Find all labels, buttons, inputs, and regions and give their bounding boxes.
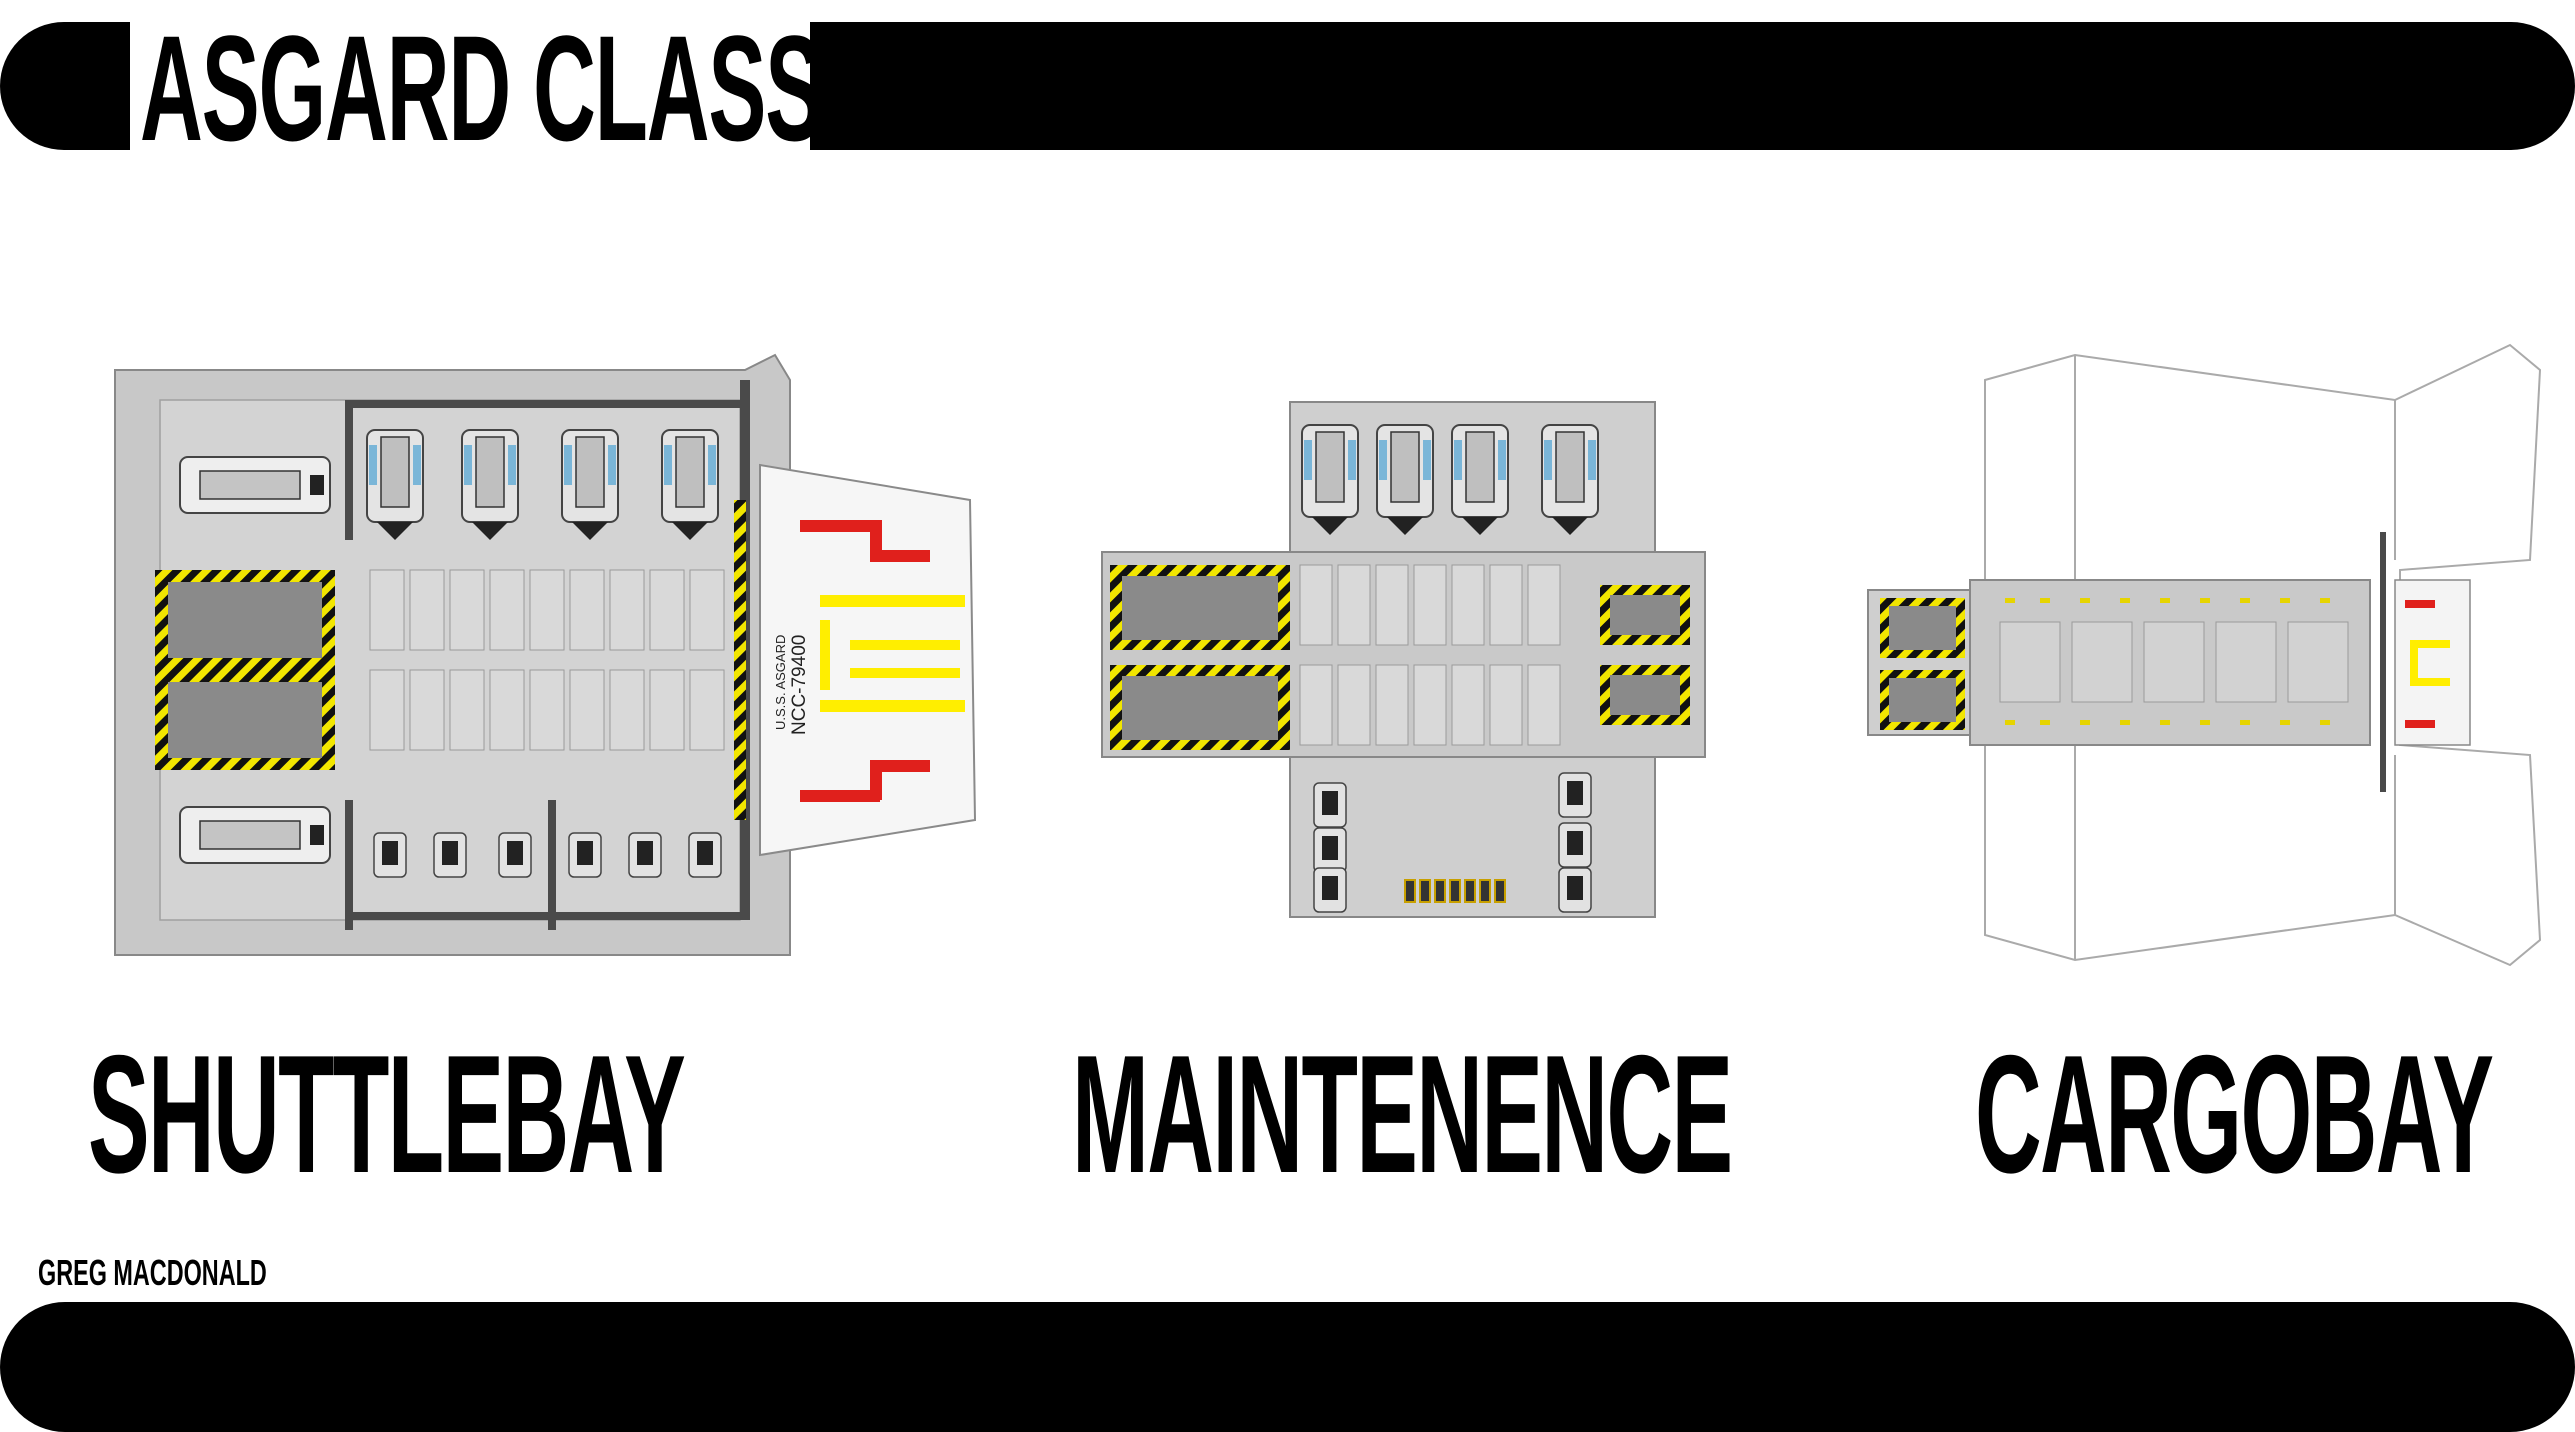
section-label-cargobay: CARGOBAY — [1975, 1020, 2494, 1208]
header-bar — [810, 22, 2575, 150]
section-label-maintenance: MAINTENENCE — [1072, 1020, 1733, 1208]
cargobay-diagram — [1867, 343, 2542, 967]
section-label-shuttlebay: SHUTTLEBAY — [88, 1020, 686, 1208]
maintenance-diagram — [1101, 401, 1706, 918]
deck-marking-name: U.S.S. ASGARD — [773, 635, 788, 730]
author-credit: GREG MACDONALD — [38, 1252, 267, 1293]
page-title: ASGARD CLASS — [140, 4, 823, 172]
deck-marking-registry: NCC-79400 — [789, 635, 810, 735]
footer-bar — [0, 1302, 2575, 1432]
shuttlebay-diagram: U.S.S. ASGARD NCC-79400 — [114, 353, 977, 956]
header-bar-left-cap — [0, 22, 130, 150]
